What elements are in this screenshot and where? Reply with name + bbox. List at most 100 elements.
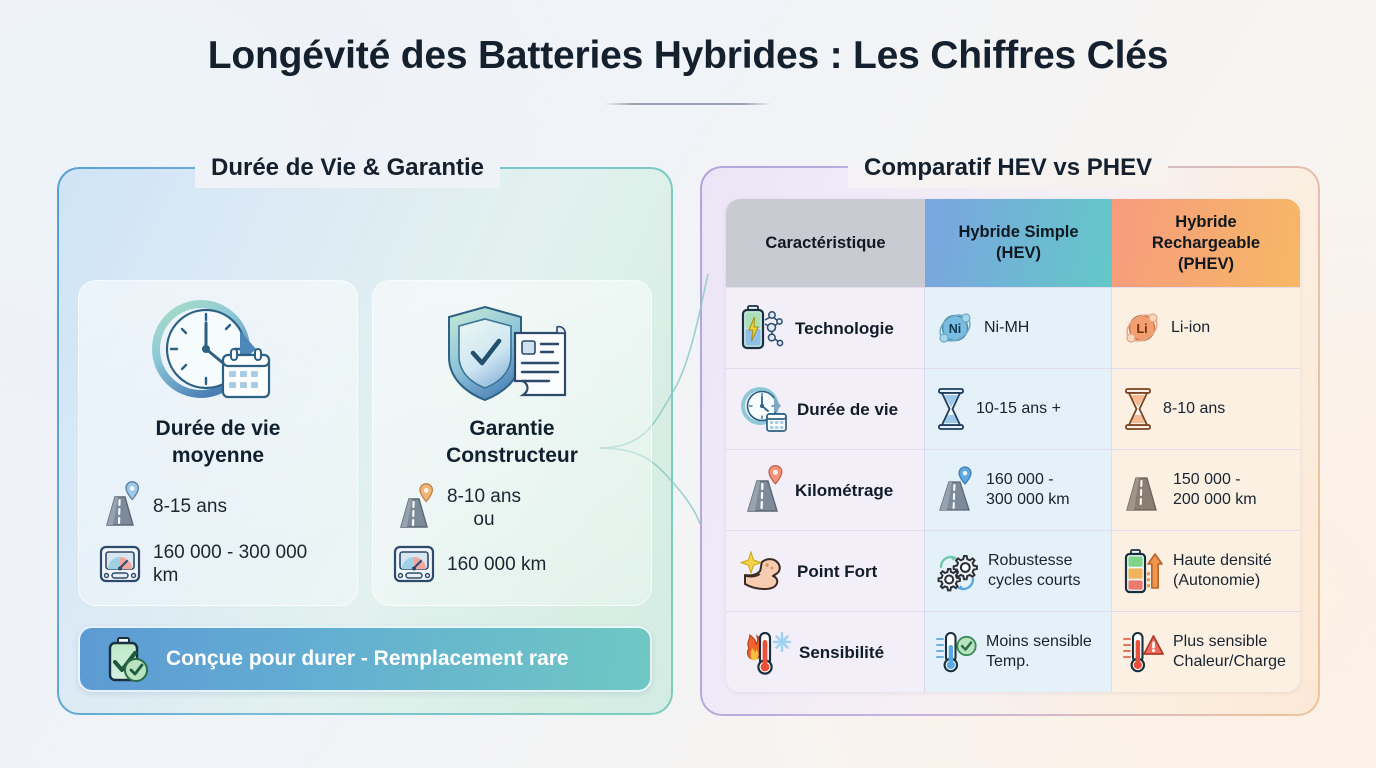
hev-value: 160 000 - 300 000 km <box>986 470 1070 510</box>
stat-line-km: 160 000 - 300 000 km <box>99 541 337 587</box>
cell-feature: Sensibilité <box>726 612 925 692</box>
table-row[interactable]: Technologie Ni Ni-MH <box>726 287 1300 368</box>
cell-hev: Ni Ni-MH <box>925 288 1112 368</box>
stat-line-km: 160 000 km <box>393 545 631 583</box>
phev-value: 8-10 ans <box>1163 400 1226 417</box>
muscle-sparkle-icon <box>739 548 788 594</box>
gears-cycle-icon <box>935 549 979 593</box>
stat-line-text: 8-10 ans ou <box>447 485 521 531</box>
hourglass-orange-icon <box>1122 387 1154 431</box>
phev-value-line2: Chaleur/Charge <box>1173 653 1286 670</box>
header-label-line3: (PHEV) <box>1178 254 1234 273</box>
battery-molecule-icon <box>740 304 786 352</box>
cell-hev: Moins sensible Temp. <box>925 612 1112 692</box>
cell-hev: 160 000 - 300 000 km <box>925 450 1112 530</box>
svg-text:Ni: Ni <box>949 322 962 336</box>
cell-phev: 150 000 - 200 000 km <box>1112 450 1300 530</box>
cell-feature: Technologie <box>726 288 925 368</box>
cell-hev: 10-15 ans + <box>925 369 1112 449</box>
feature-label: Durée de vie <box>797 399 899 419</box>
hev-value-line2: cycles courts <box>988 572 1081 589</box>
phev-value: Li-ion <box>1171 319 1211 336</box>
stat-line-text: 160 000 km <box>447 553 547 575</box>
cell-phev: Haute densité (Autonomie) <box>1112 531 1300 611</box>
header-label-line1: Hybride Simple <box>958 223 1079 241</box>
cell-phev: Li Li-ion <box>1112 288 1300 368</box>
shield-check-document-icon <box>437 295 587 407</box>
stat-line-years: 8-10 ans ou <box>393 483 631 531</box>
odometer-icon <box>393 545 435 583</box>
hourglass-blue-icon <box>935 387 967 431</box>
table-row[interactable]: Durée de vie 10-15 ans + <box>726 368 1300 449</box>
cell-hev: Robustesse cycles courts <box>925 531 1112 611</box>
phev-value-line1: Haute densité <box>1173 552 1272 569</box>
cell-feature: Kilométrage <box>726 450 925 530</box>
clock-calendar-icon <box>143 295 293 407</box>
road-pin-blue-icon <box>935 466 977 512</box>
feature-label: Point Fort <box>797 561 878 581</box>
hev-value-line2: Temp. <box>986 653 1030 670</box>
banner-text: Conçue pour durer - Remplacement rare <box>166 647 569 670</box>
hev-value-line1: 160 000 - <box>986 471 1054 488</box>
table-row[interactable]: Point Fort <box>726 530 1300 611</box>
cell-phev: 8-10 ans <box>1112 369 1300 449</box>
thermometer-fire-snow-icon <box>740 628 792 676</box>
clock-calendar-icon <box>740 385 788 433</box>
hev-value: Ni-MH <box>984 319 1030 336</box>
stat-card-title-line1: Garantie <box>469 417 555 440</box>
header-label-line2: (HEV) <box>996 244 1041 262</box>
stat-card-title-line2: Constructeur <box>446 444 578 467</box>
svg-text:Li: Li <box>1136 322 1147 336</box>
thermometer-warning-icon <box>1122 629 1164 675</box>
stat-line-years: 8-15 ans <box>99 481 337 527</box>
cell-phev: Plus sensible Chaleur/Charge <box>1112 612 1300 692</box>
table-header-caracteristique: Caractéristique <box>726 199 925 287</box>
road-pin-icon <box>393 483 435 529</box>
phev-value-line1: Plus sensible <box>1173 633 1268 650</box>
odometer-icon <box>99 545 141 583</box>
hev-value-line1: Robustesse <box>988 552 1073 569</box>
stat-line-sub: ou <box>473 509 495 530</box>
page-title: Longévité des Batteries Hybrides : Les C… <box>207 34 1169 77</box>
stat-card-title: Garantie Constructeur <box>446 415 578 469</box>
table-row[interactable]: Kilométrage <box>726 449 1300 530</box>
phev-value: Plus sensible Chaleur/Charge <box>1173 632 1286 672</box>
phev-value: 150 000 - 200 000 km <box>1173 470 1257 510</box>
phev-value-line2: (Autonomie) <box>1173 572 1261 589</box>
stat-line-text: 160 000 - 300 000 km <box>153 542 308 586</box>
header-label: Caractéristique <box>765 233 886 252</box>
header-label: Hybride Simple (HEV) <box>958 222 1078 264</box>
comparison-table: Caractéristique Hybride Simple (HEV) Hyb… <box>726 199 1300 692</box>
phev-value: Haute densité (Autonomie) <box>1173 551 1272 591</box>
hev-value-line1: Moins sensible <box>986 633 1092 650</box>
feature-label: Kilométrage <box>795 480 894 500</box>
road-brown-icon <box>1122 468 1164 512</box>
hev-value: 10-15 ans + <box>976 400 1061 417</box>
stat-card-garantie-constructeur[interactable]: Garantie Constructeur <box>372 280 652 606</box>
road-pin-icon <box>99 481 141 527</box>
stat-card-title-line2: moyenne <box>171 444 265 467</box>
battery-check-icon <box>102 635 150 683</box>
battery-arrow-up-icon <box>1122 548 1164 594</box>
stat-card-title-line1: Durée de vie <box>155 417 281 440</box>
table-row[interactable]: Sensibilité <box>726 611 1300 692</box>
header-label-line2: Rechargeable <box>1151 233 1261 252</box>
stat-cards-row: Durée de vie moyenne <box>78 280 652 606</box>
stat-card-title: Durée de vie moyenne <box>156 415 281 469</box>
hev-value-line2: 300 000 km <box>986 491 1070 508</box>
title-divider <box>604 103 772 105</box>
cell-feature: Durée de vie <box>726 369 925 449</box>
road-pin-icon <box>740 464 786 513</box>
right-panel-title: Comparatif HEV vs PHEV <box>848 153 1169 188</box>
header-label-line1: Hybride <box>1175 212 1237 231</box>
stat-card-duree-de-vie-moyenne[interactable]: Durée de vie moyenne <box>78 280 358 606</box>
feature-label: Technologie <box>795 318 894 338</box>
left-panel-title: Durée de Vie & Garantie <box>195 153 500 188</box>
durability-banner[interactable]: Conçue pour durer - Remplacement rare <box>78 626 652 692</box>
stat-line-text: 8-15 ans <box>153 495 227 517</box>
table-header-hev: Hybride Simple (HEV) <box>925 199 1112 287</box>
stat-card-lines: 8-10 ans ou <box>373 483 651 583</box>
cell-feature: Point Fort <box>726 531 925 611</box>
li-atom-icon: Li <box>1122 308 1162 348</box>
hev-value: Robustesse cycles courts <box>988 551 1080 591</box>
